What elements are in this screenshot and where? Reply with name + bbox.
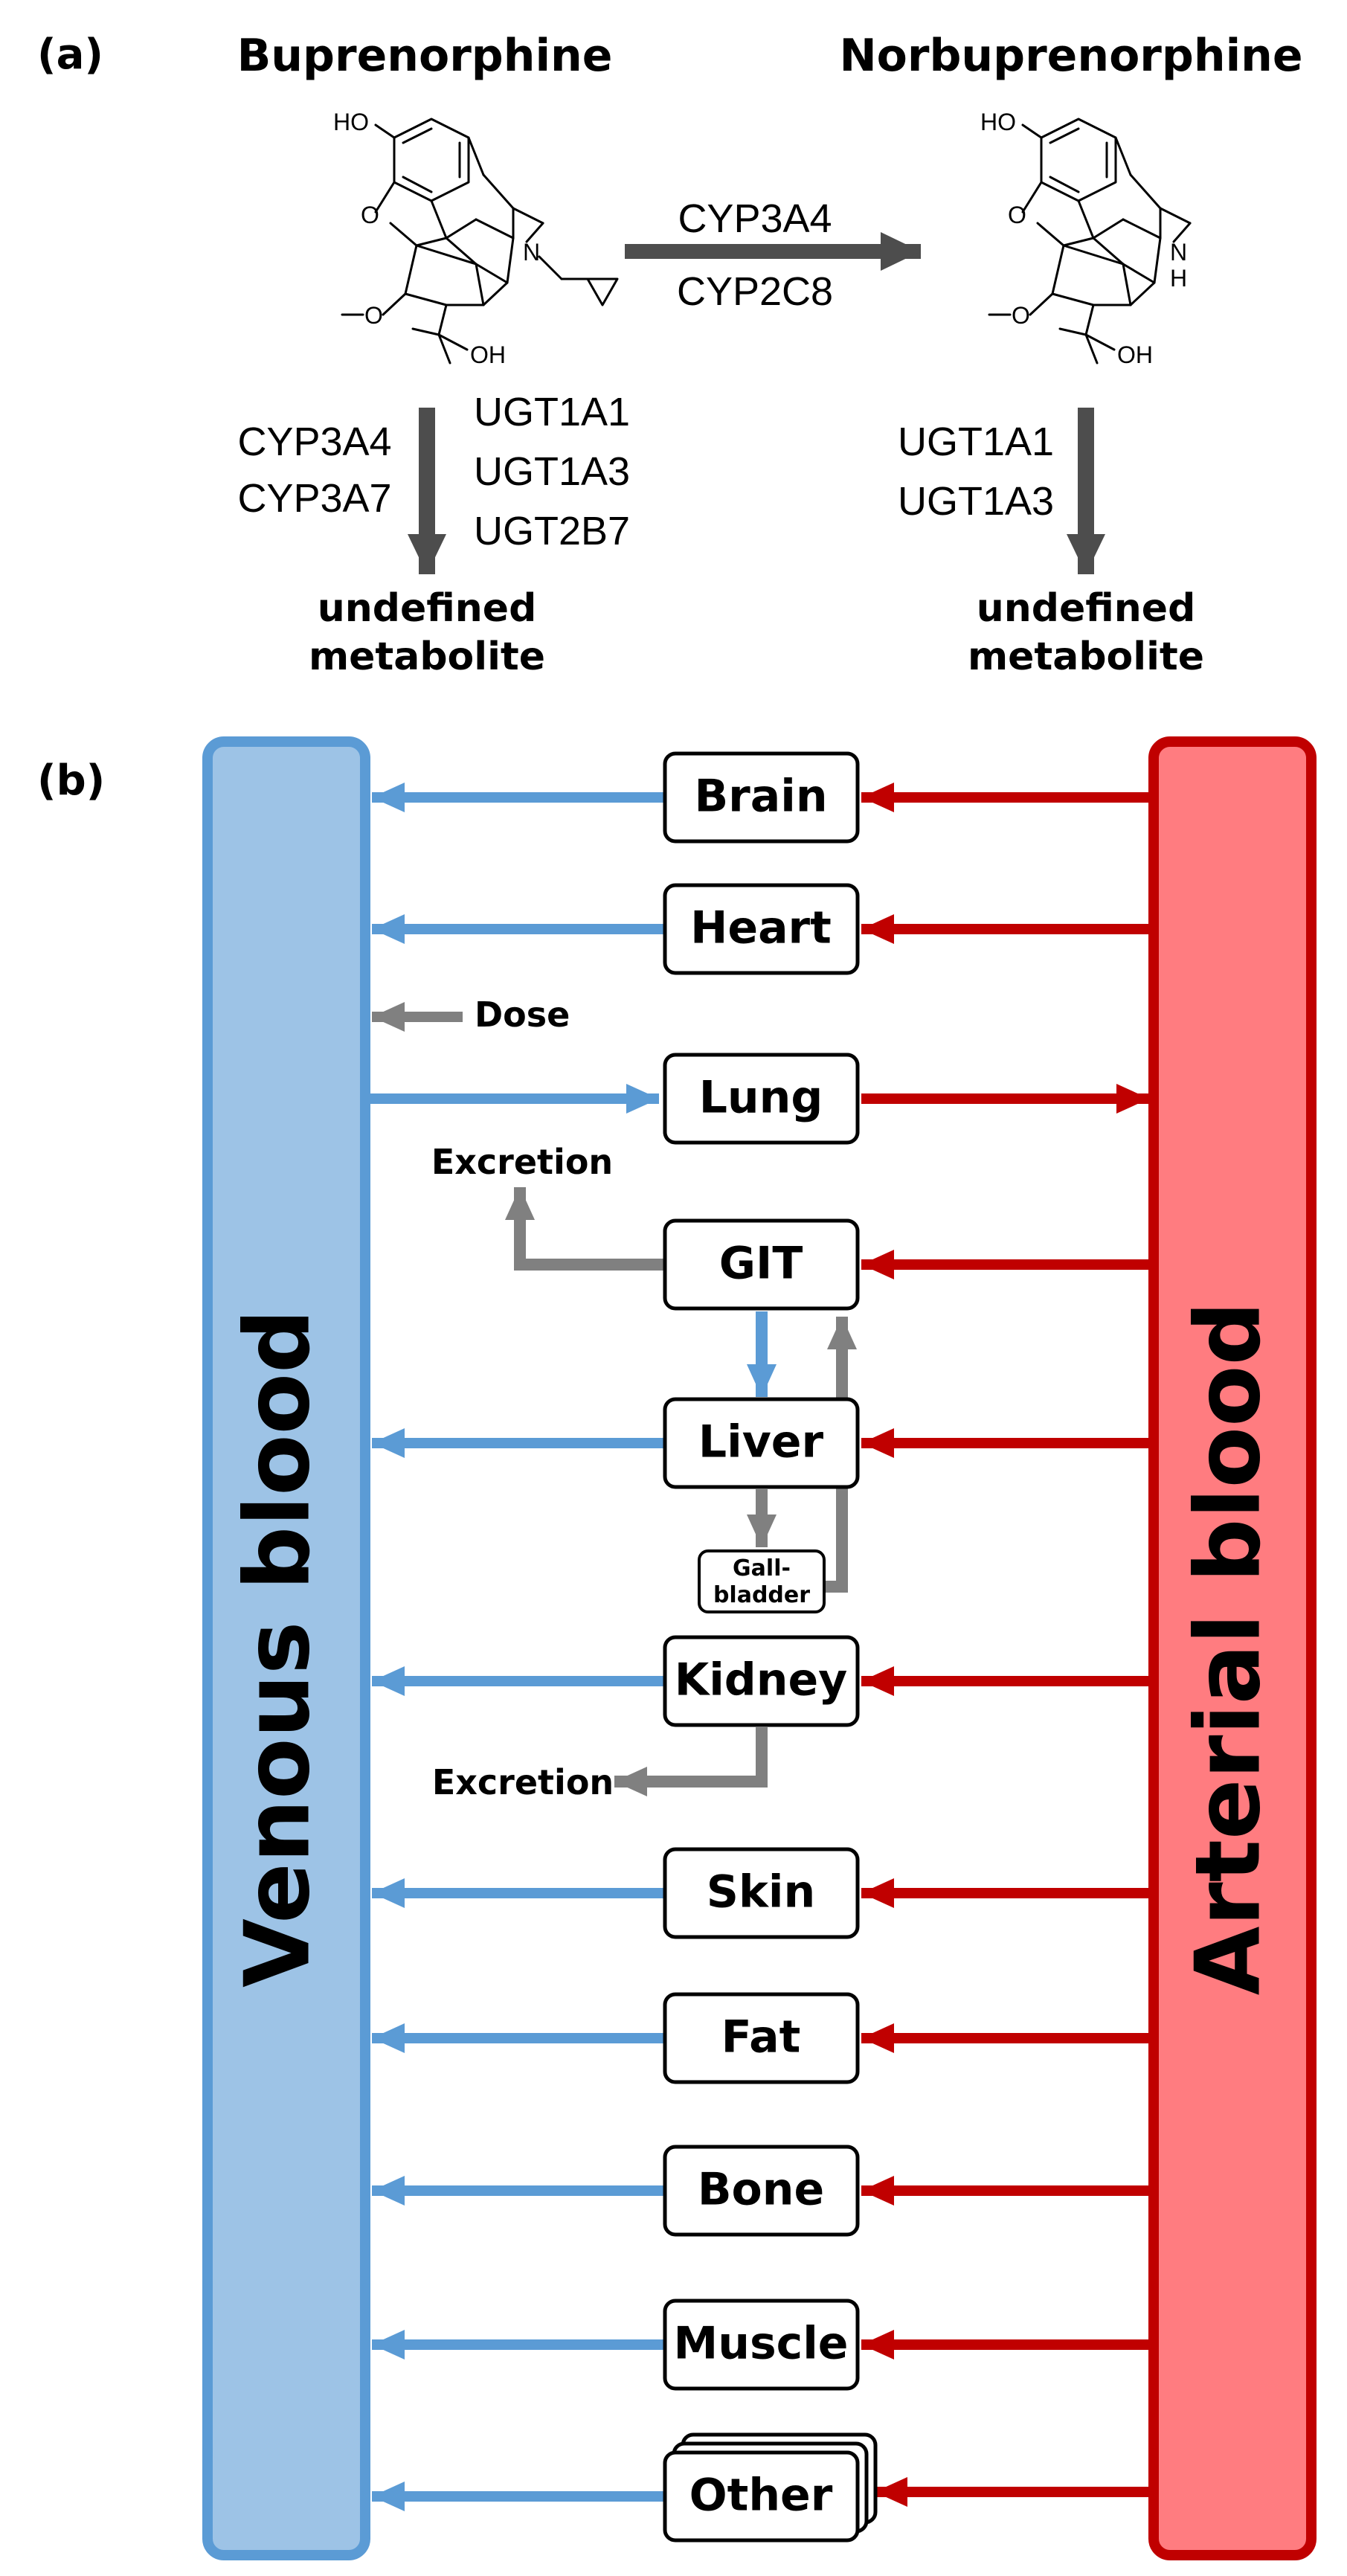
left-ugt-enzyme-1: UGT1A1 <box>474 390 630 434</box>
norbuprenorphine-oh-label: OH <box>1117 341 1153 368</box>
metabolite-right-line1: undefined <box>977 586 1196 631</box>
dose-label: Dose <box>475 995 570 1035</box>
norbuprenorphine-ring-o-label: O <box>1008 202 1026 228</box>
conversion-enzyme-1: CYP3A4 <box>678 196 832 241</box>
metabolite-right-line2: metabolite <box>968 635 1204 679</box>
organ-heart: Heart <box>663 883 860 975</box>
venous-blood-label: Venous blood <box>227 1309 330 1988</box>
kidney-excretion-arrow <box>614 1727 768 1796</box>
arterial-blood-label: Arterial blood <box>1177 1302 1281 1996</box>
organ-lung-label: Lung <box>699 1072 823 1124</box>
organ-bone-label: Bone <box>698 2164 824 2216</box>
organ-kidney-label: Kidney <box>675 1654 848 1706</box>
organ-bone: Bone <box>663 2145 860 2237</box>
metabolite-left-line1: undefined <box>318 586 537 631</box>
organ-liver-label: Liver <box>698 1416 824 1468</box>
left-cyp-enzyme-1: CYP3A4 <box>237 420 391 464</box>
norbuprenorphine-ome-label: O <box>1012 302 1030 329</box>
organ-heart-label: Heart <box>690 902 832 954</box>
organ-muscle-label: Muscle <box>674 2318 849 2370</box>
buprenorphine-oh-label: OH <box>470 341 506 368</box>
organ-liver: Liver <box>663 1397 860 1489</box>
panel-b-label: (b) <box>37 757 105 805</box>
organ-lung: Lung <box>663 1053 860 1145</box>
norbuprenorphine-h-label: H <box>1170 265 1187 292</box>
organ-skin: Skin <box>663 1847 860 1939</box>
gallbladder-label-line1: Gall- <box>733 1555 791 1581</box>
organ-muscle: Muscle <box>663 2299 860 2391</box>
organ-skin-label: Skin <box>707 1866 815 1918</box>
git-excretion-arrow <box>505 1187 664 1271</box>
panel-b: (b) Venous blood Arterial blood <box>37 736 1317 2560</box>
organ-other-label: Other <box>689 2470 833 2522</box>
organ-brain-label: Brain <box>694 771 827 823</box>
left-ugt-enzyme-2: UGT1A3 <box>474 449 630 494</box>
buprenorphine-ho-label: HO <box>333 109 369 135</box>
buprenorphine-n-label: N <box>523 239 540 266</box>
norbuprenorphine-ho-label: HO <box>980 109 1016 135</box>
venous-blood-compartment <box>202 736 370 2560</box>
organ-git: GIT <box>663 1218 860 1311</box>
norbuprenorphine-n-label: N <box>1170 239 1187 266</box>
organ-gallbladder: Gall- bladder <box>698 1549 826 1613</box>
norbuprenorphine-structure: HO O N H O OH <box>980 109 1192 368</box>
git-excretion-label: Excretion <box>431 1142 613 1182</box>
panel-a-label: (a) <box>37 30 103 79</box>
conversion-enzyme-2: CYP2C8 <box>677 269 833 314</box>
buprenorphine-ring-o-label: O <box>361 202 379 228</box>
arterial-blood-compartment <box>1148 736 1317 2560</box>
norbuprenorphine-title: Norbuprenorphine <box>839 30 1302 82</box>
metabolite-left-line2: metabolite <box>309 635 545 679</box>
organ-kidney: Kidney <box>663 1635 860 1727</box>
organ-fat-label: Fat <box>721 2011 801 2063</box>
left-cyp-enzyme-2: CYP3A7 <box>237 476 391 521</box>
buprenorphine-ome-label: O <box>364 302 383 329</box>
buprenorphine-structure: HO O N O OH <box>333 109 619 368</box>
organ-brain: Brain <box>663 751 860 844</box>
panel-a: (a) Buprenorphine Norbuprenorphine <box>37 30 1303 679</box>
organ-other-stack: Other <box>663 2432 878 2543</box>
gallbladder-label-line2: bladder <box>713 1582 810 1608</box>
left-ugt-enzyme-3: UGT2B7 <box>474 509 630 553</box>
organ-git-label: GIT <box>719 1238 803 1290</box>
flow-arrows <box>370 783 1149 2511</box>
kidney-excretion-label: Excretion <box>432 1762 614 1802</box>
buprenorphine-title: Buprenorphine <box>237 30 613 82</box>
right-ugt-enzyme-1: UGT1A1 <box>898 420 1054 464</box>
right-ugt-enzyme-2: UGT1A3 <box>898 479 1054 524</box>
organ-fat: Fat <box>663 1992 860 2084</box>
